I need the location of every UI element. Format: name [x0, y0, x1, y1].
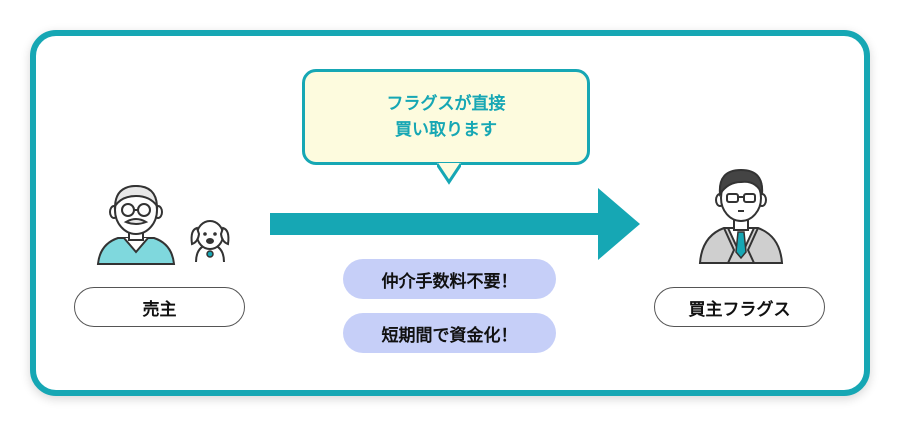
seller-label: 売主 [74, 287, 245, 327]
businessman-icon [698, 168, 784, 264]
speech-bubble: フラグスが直接 買い取ります [302, 69, 590, 165]
dog-icon [190, 220, 230, 263]
speech-bubble-tail [437, 163, 461, 185]
benefit-pill-commission: 仲介手数料不要！ [343, 259, 556, 299]
benefit-pill-fast-cash: 短期間で資金化！ [343, 313, 556, 353]
bubble-line-1: フラグスが直接 [386, 94, 506, 114]
buyer-label: 買主フラグス [654, 287, 825, 327]
elderly-man-icon [96, 184, 176, 265]
bubble-line-2: 買い取ります [395, 120, 497, 140]
right-arrow-icon [270, 188, 640, 260]
